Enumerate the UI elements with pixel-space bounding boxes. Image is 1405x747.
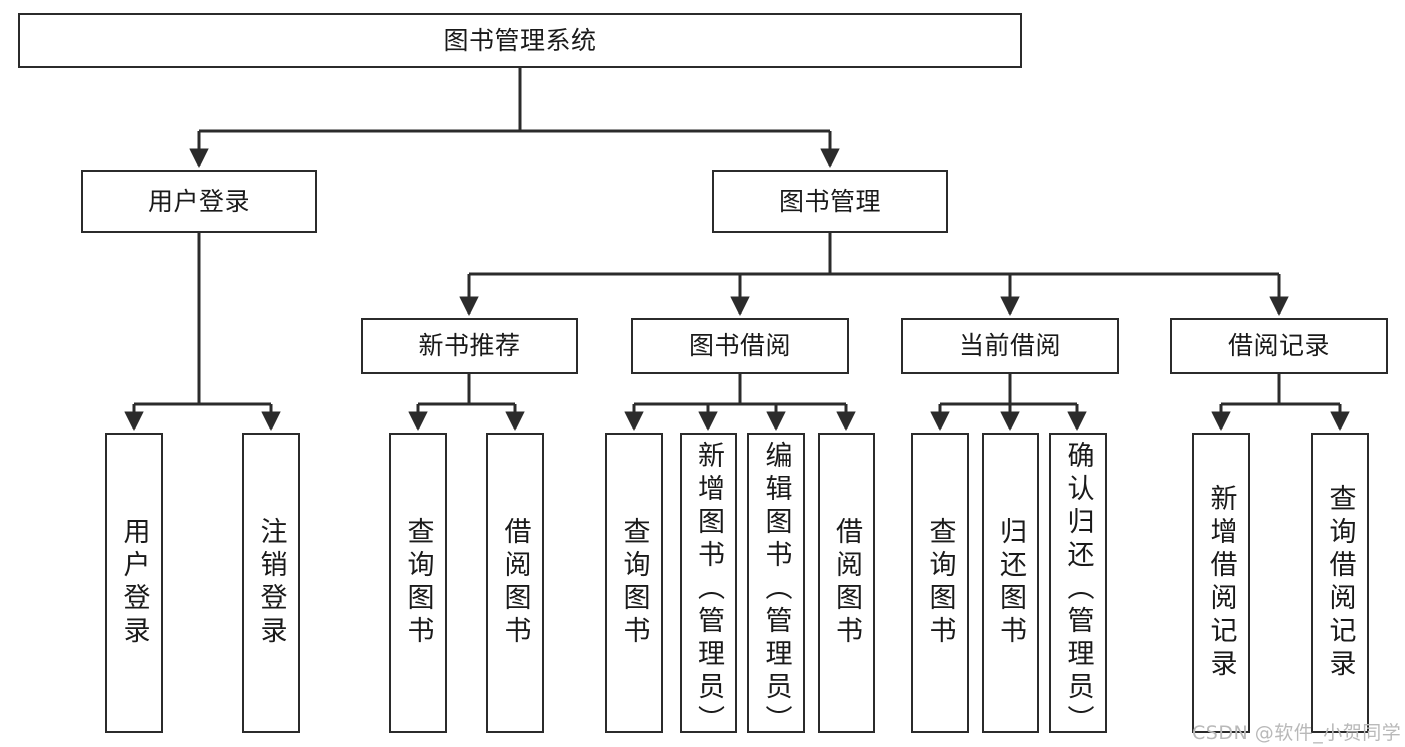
node-current-borrow[interactable]: 当前借阅	[901, 318, 1119, 374]
node-label: 确认归还（管理员）	[1062, 441, 1094, 738]
node-label: 新增图书（管理员）	[693, 441, 724, 738]
leaf-query-book-current[interactable]: 查询图书	[911, 433, 969, 733]
node-label: 图书管理	[778, 186, 881, 216]
leaf-return-book[interactable]: 归还图书	[982, 433, 1039, 733]
leaf-query-book-borrow[interactable]: 查询图书	[605, 433, 663, 733]
node-label: 归还图书	[995, 517, 1026, 649]
node-new-book-recommend[interactable]: 新书推荐	[361, 318, 578, 374]
leaf-borrow-book[interactable]: 借阅图书	[818, 433, 875, 733]
leaf-logout[interactable]: 注销登录	[242, 433, 300, 733]
watermark-text: CSDN @软件_小贺同学	[1192, 722, 1402, 744]
node-label: 查询图书	[924, 517, 956, 649]
node-root-book-management-system[interactable]: 图书管理系统	[18, 13, 1022, 68]
node-label: 查询图书	[402, 517, 434, 649]
node-label: 注销登录	[255, 517, 287, 649]
leaf-query-book-recommend[interactable]: 查询图书	[389, 433, 447, 733]
node-label: 图书借阅	[688, 331, 791, 361]
node-label: 新书推荐	[418, 331, 521, 361]
node-label: 借阅图书	[831, 517, 862, 649]
node-book-management[interactable]: 图书管理	[712, 170, 948, 233]
leaf-query-borrow-record[interactable]: 查询借阅记录	[1311, 433, 1369, 733]
node-label: 编辑图书（管理员）	[760, 441, 792, 738]
node-label: 用户登录	[118, 517, 150, 649]
node-label: 新增借阅记录	[1205, 484, 1237, 682]
node-label: 借阅记录	[1227, 331, 1330, 361]
node-label: 图书管理系统	[443, 25, 597, 55]
node-label: 查询图书	[618, 517, 650, 649]
node-label: 查询借阅记录	[1324, 484, 1356, 682]
leaf-borrow-book-recommend[interactable]: 借阅图书	[486, 433, 544, 733]
leaf-add-borrow-record[interactable]: 新增借阅记录	[1192, 433, 1250, 733]
leaf-edit-book-admin[interactable]: 编辑图书（管理员）	[747, 433, 805, 738]
leaf-add-book-admin[interactable]: 新增图书（管理员）	[680, 433, 737, 738]
node-label: 借阅图书	[499, 517, 531, 649]
node-label: 当前借阅	[958, 331, 1061, 361]
node-label: 用户登录	[147, 186, 250, 216]
node-borrow-record[interactable]: 借阅记录	[1170, 318, 1388, 374]
leaf-confirm-return-admin[interactable]: 确认归还（管理员）	[1049, 433, 1107, 738]
node-book-borrow[interactable]: 图书借阅	[631, 318, 849, 374]
node-user-login[interactable]: 用户登录	[81, 170, 317, 233]
leaf-user-login[interactable]: 用户登录	[105, 433, 163, 733]
